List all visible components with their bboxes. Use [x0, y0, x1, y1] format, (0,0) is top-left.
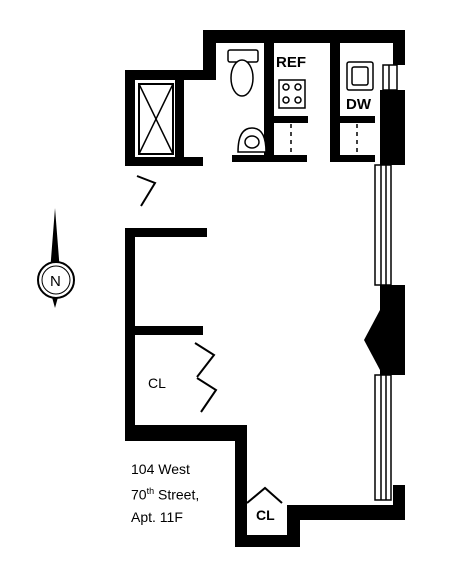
doors [136, 175, 283, 504]
counter-lines [290, 124, 358, 154]
walls [125, 30, 405, 547]
bath-door [136, 175, 157, 207]
stove-icon [278, 79, 306, 109]
address-line-2: 70th Street, [131, 486, 200, 503]
bath-kitchen-bottom [232, 155, 282, 162]
entry-closet-right [287, 505, 300, 547]
closet-door-upper [194, 342, 216, 378]
kitchen-sink-icon [346, 61, 374, 91]
left-wall-top-stub [125, 228, 207, 237]
bath-inner-wall [264, 42, 274, 162]
sink-icon [237, 127, 267, 153]
pier-wedge [364, 310, 380, 370]
address-line-1: 104 West [131, 461, 190, 477]
counter-ledge-ref [274, 116, 308, 123]
entry-closet-door [246, 486, 283, 504]
kitchen-bottom-right [338, 155, 375, 162]
closet-door-lower [196, 377, 218, 413]
bath-bottom-wall [125, 157, 203, 166]
closet-label: CL [148, 375, 166, 391]
entry-closet-left-wall [235, 425, 247, 545]
address-block: 104 West 70th Street, Apt. 11F [131, 458, 199, 528]
entry-closet-label: CL [256, 507, 275, 523]
bath-top-wall [125, 70, 216, 80]
kitchen-bottom [282, 155, 307, 162]
toilet-icon [227, 49, 259, 97]
dishwasher-label: DW [346, 96, 372, 113]
shower-right-wall [175, 78, 184, 163]
entry-closet-bottom [235, 535, 300, 547]
counter-ledge-dw [340, 116, 375, 123]
windows [374, 64, 398, 501]
right-wall-top [393, 30, 405, 65]
top-wall [203, 30, 403, 43]
shower [138, 83, 174, 155]
closet-top-wall [125, 326, 203, 335]
right-pier [380, 285, 405, 375]
north-compass-icon: N [37, 208, 75, 308]
address-line-3: Apt. 11F [131, 508, 183, 525]
kitchen-divider [330, 42, 340, 162]
refrigerator-label: REF [276, 54, 306, 71]
kitchen-top-wall-step [203, 30, 216, 78]
left-upper-wall [125, 70, 135, 163]
bottom-right-wall [297, 505, 405, 520]
compass-north-label: N [50, 273, 61, 290]
right-wall-upper [380, 90, 405, 165]
bottom-left-wall [125, 425, 247, 441]
